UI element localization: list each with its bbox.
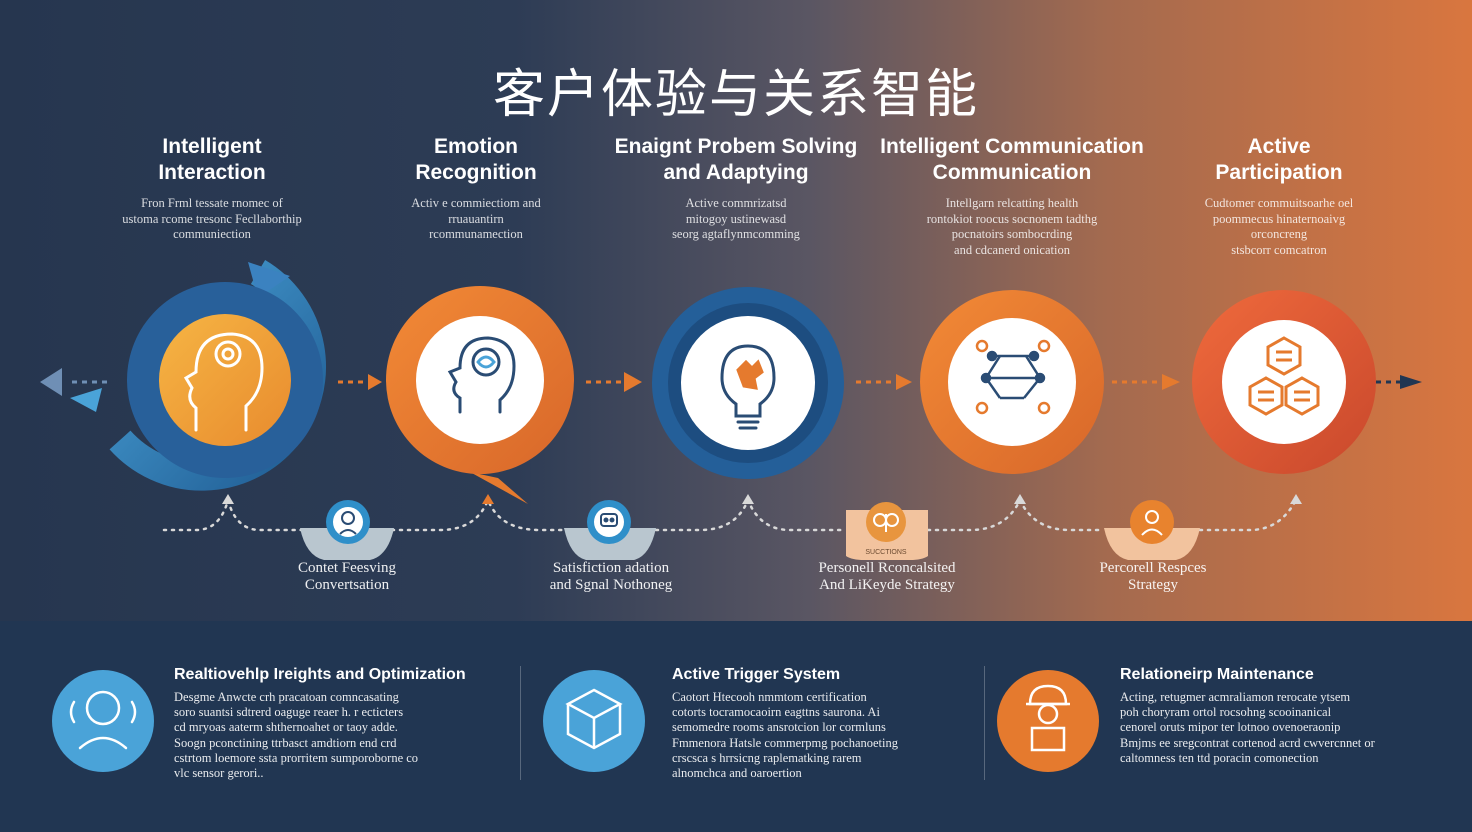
sub-node-3-label: Personell Rconcalsited And LiKeyde Strat…	[818, 560, 956, 593]
head-profile-icon	[183, 332, 264, 432]
sub-node-badge: SUCCTIONS	[865, 549, 907, 556]
stage-3-header: Enaignt Probem Solving and Adaptying Act…	[596, 134, 876, 243]
person-sound-icon	[69, 690, 137, 750]
flow-arrow-exit	[1376, 375, 1422, 389]
panel-3-title: Relationeirp Maintenance	[1120, 666, 1314, 683]
stage-description: Cudtomer commuitsoarhe oel poommecus hin…	[1204, 196, 1354, 257]
hexagon-cluster-icon	[1248, 336, 1320, 416]
stage-description: Activ e commiectiom and rruauantirn rcom…	[411, 196, 541, 241]
network-nodes-icon	[975, 339, 1051, 415]
flow-arrow-left-entry	[40, 368, 112, 412]
sub-node-3: SUCCTIONS	[846, 502, 928, 560]
person-response-icon	[1141, 510, 1163, 536]
brain-strategy-icon	[873, 513, 899, 532]
stage-title: Emotion Recognition	[415, 135, 537, 184]
signal-robot-icon	[600, 513, 618, 527]
stage-5-node	[1192, 290, 1376, 474]
stage-description: Fron Frml tessate rnomec of ustoma rcome…	[122, 196, 302, 241]
chat-head-icon	[339, 511, 357, 535]
stage-description: Intellgarn relcatting health rontokiot r…	[926, 196, 1098, 257]
panel-1-title: Realtiovehlp Ireights and Optimization	[174, 666, 466, 683]
flow-arrow-2-3	[586, 372, 642, 392]
head-emotion-icon	[447, 336, 516, 414]
stage-title: Intelligent Communication Communication	[880, 135, 1144, 184]
sub-node-1	[300, 500, 394, 560]
stage-2-header: Emotion Recognition Activ e commiectiom …	[336, 134, 616, 243]
stage-title: Enaignt Probem Solving and Adaptying	[614, 135, 858, 184]
cube-stack-icon	[565, 688, 623, 750]
panel-2-text: Caotort Htecooh nmmtom certification cot…	[672, 690, 898, 781]
panel-3-text: Acting, retugmer acmraliamon rerocate yt…	[1120, 690, 1375, 765]
stage-description: Active commrizatsd mitogoy ustinewasd se…	[672, 196, 800, 241]
sub-node-1-label: Contet Feesving Convertsation	[298, 560, 396, 593]
panel-1-badge	[52, 670, 154, 772]
stage-4-header: Intelligent Communication Communication …	[872, 134, 1152, 258]
panel-divider	[984, 666, 985, 780]
sub-node-2	[564, 500, 656, 560]
flow-arrow-4-5	[1112, 374, 1180, 390]
sub-node-2-label: Satisfiction adation and Sgnal Nothoneg	[549, 560, 673, 593]
bottom-panel-band	[0, 621, 1472, 832]
main-title: 客户体验与关系智能	[492, 65, 979, 125]
stage-title: Active Participation	[1215, 135, 1343, 184]
panel-divider	[520, 666, 521, 780]
stage-1-node	[109, 259, 326, 491]
worker-icon	[1026, 684, 1070, 752]
stage-1-header: Intelligent Interaction Fron Frml tessat…	[72, 134, 352, 243]
flow-arrow-1-2	[338, 374, 382, 390]
sub-node-4-label: Percorell Respces Strategy	[1099, 560, 1207, 593]
flow-arrow-3-4	[856, 374, 912, 390]
stage-3-node	[652, 287, 844, 479]
sub-node-4	[1104, 500, 1200, 560]
stage-title: Intelligent Interaction	[158, 135, 266, 184]
panel-2-badge	[543, 670, 645, 772]
stage-5-header: Active Participation Cudtomer commuitsoa…	[1139, 134, 1419, 258]
stage-4-node	[920, 290, 1104, 474]
panel-1-text: Desgme Anwcte crh pracatoan comncasating…	[174, 690, 419, 781]
stage-2-node	[386, 286, 574, 504]
lightbulb-puzzle-icon	[720, 344, 776, 430]
panel-2-title: Active Trigger System	[672, 666, 841, 683]
panel-3-badge	[997, 670, 1099, 772]
